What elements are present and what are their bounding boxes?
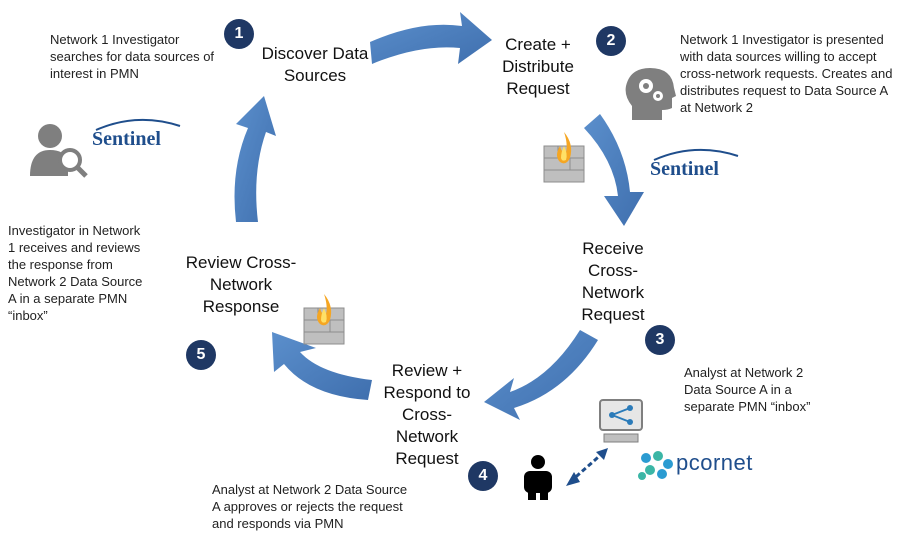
sentinel-swoosh-2 (653, 148, 739, 161)
step-label-review-response: Review Cross- Network Response (185, 253, 297, 316)
step-3-description: Analyst at Network 2 Data Source A in a … (684, 365, 811, 414)
sentinel-swoosh-1 (95, 118, 181, 131)
step-1-description: Network 1 Investigator searches for data… (50, 32, 215, 81)
step-2-description: Network 1 Investigator is presented with… (680, 32, 893, 115)
step-label-review-respond: Review + Respond to Cross- Network Reque… (383, 361, 471, 468)
arrow-receive-to-review (484, 330, 598, 420)
sentinel-logo-2: Sentinel (650, 158, 719, 180)
firewall-icon (543, 132, 585, 183)
computer-network-icon (599, 399, 643, 443)
step-badge-2: 2 (596, 26, 626, 56)
investigator-search-icon (30, 124, 88, 178)
pcornet-logo-mark (638, 451, 673, 480)
step-badge-4: 4 (468, 461, 498, 491)
pcornet-logo: pcornet (676, 450, 753, 475)
firewall-icon-2 (303, 294, 345, 345)
arrow-create-to-receive (584, 114, 644, 226)
step-badge-5: 5 (186, 340, 216, 370)
step-label-receive: Receive Cross- Network Request (581, 239, 645, 324)
arrow-response-to-discover (234, 96, 276, 222)
step-label-create: Create + Distribute Request (502, 35, 574, 98)
arrow-review-to-response (272, 332, 372, 400)
person-icon (524, 455, 552, 500)
step-4-description: Analyst at Network 2 Data Source A appro… (212, 482, 408, 531)
double-arrow-icon (566, 448, 608, 486)
step-label-discover: Discover Data Sources (261, 44, 369, 85)
step-badge-1: 1 (224, 19, 254, 49)
sentinel-logo-1: Sentinel (92, 128, 161, 150)
arrow-discover-to-create (370, 12, 492, 64)
step-badge-3: 3 (645, 325, 675, 355)
head-gears-icon (625, 68, 676, 120)
step-5-description: Investigator in Network 1 receives and r… (8, 223, 143, 323)
